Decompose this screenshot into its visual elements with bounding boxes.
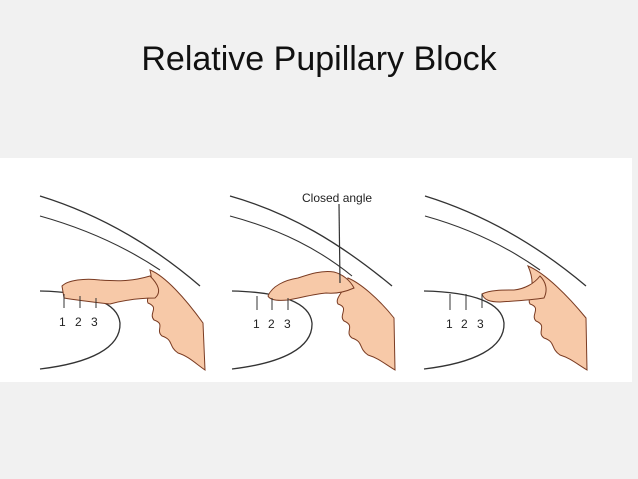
label-3: 3 <box>284 317 291 331</box>
cornea-outer-line <box>229 195 393 287</box>
label-3: 3 <box>477 317 484 331</box>
iris <box>61 275 160 305</box>
lens-outline <box>423 290 505 370</box>
panel-2: Closed angle 1 2 3 <box>229 191 396 371</box>
cornea-inner-line <box>424 215 541 271</box>
panel-3: 1 2 3 <box>423 195 588 371</box>
label-2: 2 <box>75 315 82 329</box>
iris <box>481 275 547 303</box>
cornea-inner-line <box>39 215 161 271</box>
label-2: 2 <box>268 317 275 331</box>
label-1: 1 <box>59 315 66 329</box>
label-3: 3 <box>91 315 98 329</box>
cornea-outer-line <box>424 195 587 287</box>
slide-title: Relative Pupillary Block <box>141 40 497 78</box>
pupillary-block-figure: 1 2 3 Closed angle 1 2 3 <box>39 191 588 371</box>
label-1: 1 <box>253 317 260 331</box>
ciliary-body <box>146 269 206 371</box>
panel-1: 1 2 3 <box>39 195 206 371</box>
closed-angle-label: Closed angle <box>302 191 372 205</box>
cornea-inner-line <box>229 215 353 277</box>
figure-panel: 1 2 3 Closed angle 1 2 3 <box>0 158 632 382</box>
label-1: 1 <box>446 317 453 331</box>
label-2: 2 <box>461 317 468 331</box>
cornea-outer-line <box>39 195 201 287</box>
closed-angle-pointer <box>338 203 341 284</box>
ciliary-body <box>336 277 396 371</box>
